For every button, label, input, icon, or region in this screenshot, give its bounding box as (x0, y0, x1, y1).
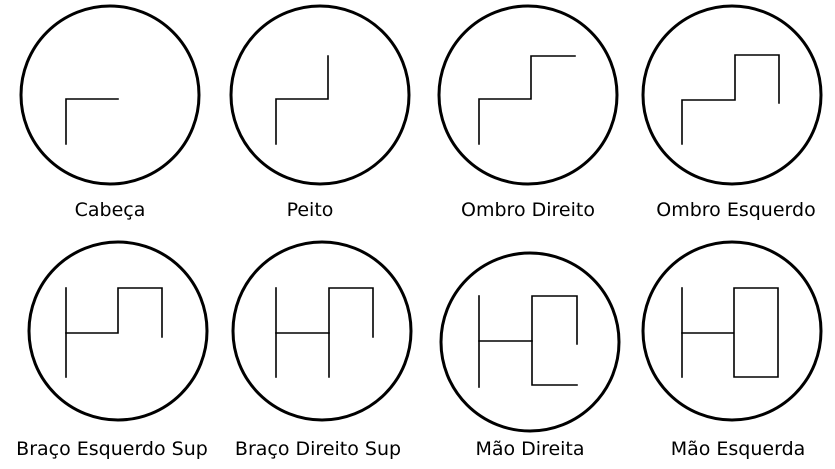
panel-circle (439, 251, 621, 433)
panel-label: Mão Direita (475, 438, 584, 460)
stroke-glyph (478, 295, 578, 345)
panel-circle (19, 4, 201, 186)
panel-label: Mão Esquerda (671, 438, 806, 460)
stroke-glyph (65, 287, 163, 338)
panel-label: Cabeça (75, 199, 146, 221)
panel-circle (641, 240, 823, 422)
stroke-glyph (681, 54, 780, 145)
stroke-glyph (478, 55, 576, 145)
panel-mao-direita: Mão Direita (439, 251, 621, 460)
stroke-glyph (328, 287, 374, 338)
panel-label: Ombro Esquerdo (656, 199, 815, 221)
panel-peito: Peito (229, 4, 411, 221)
panel-cabeca: Cabeça (19, 4, 201, 221)
panel-circle (229, 4, 411, 186)
panel-circle (437, 4, 619, 186)
panel-braco-esquerdo-sup: Braço Esquerdo Sup (16, 240, 209, 460)
stroke-glyph (531, 340, 578, 386)
panel-label: Peito (287, 199, 334, 221)
stroke-glyph (275, 55, 329, 145)
stroke-glyph (65, 98, 119, 145)
panel-ombro-direito: Ombro Direito (437, 4, 619, 221)
stroke-glyph (681, 287, 779, 378)
panel-label: Braço Direito Sup (235, 438, 401, 460)
panel-label: Braço Esquerdo Sup (16, 438, 208, 460)
panel-circle (231, 240, 413, 422)
panel-ombro-esquerdo: Ombro Esquerdo (641, 4, 823, 221)
panel-braco-direito-sup: Braço Direito Sup (231, 240, 413, 460)
panel-label: Ombro Direito (461, 199, 595, 221)
panel-mao-esquerda: Mão Esquerda (641, 240, 823, 460)
panel-circle (641, 4, 823, 186)
